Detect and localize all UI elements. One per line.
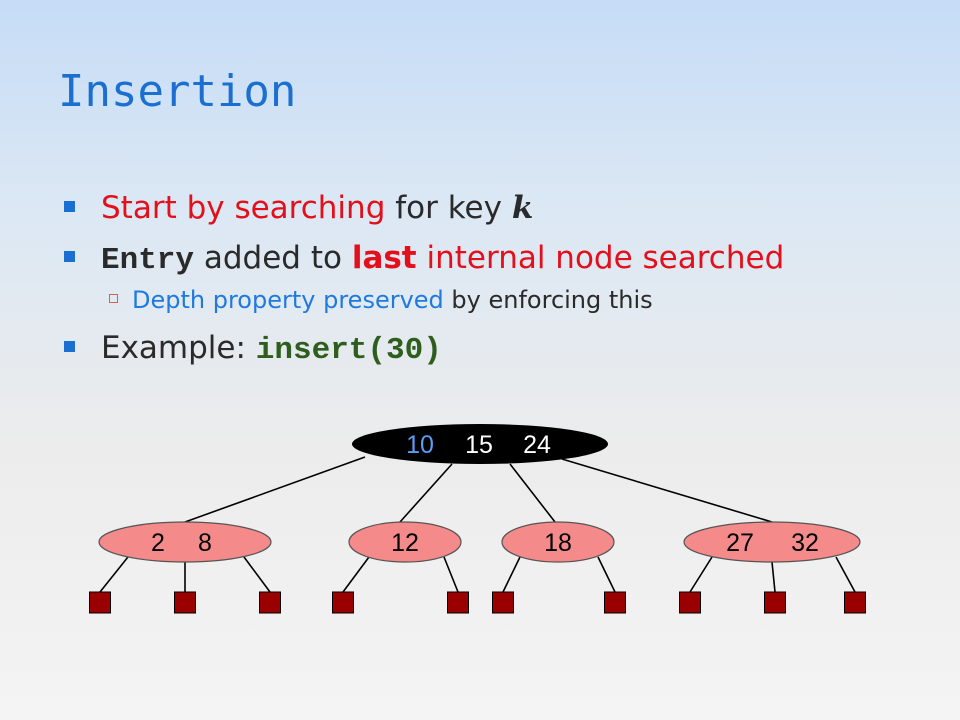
leaf-edge <box>443 556 459 593</box>
sub-bullet-highlight: Depth property preserved <box>132 286 444 314</box>
child-node <box>98 521 272 563</box>
leaf-node <box>492 591 514 614</box>
child-key: 32 <box>791 529 819 557</box>
leaf-edge <box>243 556 271 593</box>
sub-bullet: Depth property preserved by enforcing th… <box>109 284 653 316</box>
leaf-node <box>259 591 281 614</box>
bullet-2-text: added to <box>203 240 342 276</box>
tree-edge <box>561 458 773 523</box>
leaf-node <box>679 591 701 614</box>
bullet-2-code: Entry <box>101 243 195 278</box>
bullet-1-key: k <box>511 190 534 226</box>
leaf-node <box>174 591 196 614</box>
child-key: 12 <box>391 529 419 557</box>
tree-edge <box>399 463 453 523</box>
sub-bullet-text: by enforcing this <box>451 286 653 314</box>
leaf-node <box>604 591 626 614</box>
leaf-edge <box>835 556 856 593</box>
bullet-3: Example: insert(30) <box>64 328 442 371</box>
bullet-square-icon <box>64 201 75 212</box>
leaf-edge <box>771 561 776 593</box>
bullet-square-icon <box>64 251 75 262</box>
root-node <box>352 424 608 464</box>
leaf-edge <box>597 556 616 593</box>
leaf-node <box>447 591 469 614</box>
tree-edge <box>184 456 366 523</box>
leaf-node <box>89 591 111 614</box>
leaf-node <box>332 591 354 614</box>
tree-edge <box>509 463 556 523</box>
child-node <box>683 521 861 563</box>
leaf-edge <box>99 556 129 593</box>
child-key: 18 <box>544 529 572 557</box>
child-node <box>501 521 615 563</box>
child-key: 8 <box>198 529 212 557</box>
bullet-1: Start by searching for key k <box>64 188 533 228</box>
slide-title: Insertion <box>58 66 297 117</box>
child-key: 2 <box>151 529 165 557</box>
bullet-2-highlight: last <box>351 240 417 276</box>
leaf-edge <box>502 556 521 593</box>
root-key: 24 <box>523 431 551 459</box>
leaf-edge <box>342 556 370 593</box>
bullet-2-text-end: internal node searched <box>426 240 785 276</box>
bullet-2: Entry added to last internal node search… <box>64 238 784 281</box>
leaf-edge <box>689 556 713 593</box>
child-node <box>348 521 462 563</box>
leaf-node <box>764 591 786 614</box>
bullet-3-text: Example: <box>101 330 246 366</box>
root-key: 15 <box>465 431 493 459</box>
root-key: 10 <box>406 431 434 459</box>
bullet-3-code: insert(30) <box>255 333 442 368</box>
bullet-square-icon <box>64 341 75 352</box>
bullet-1-text: for key <box>395 190 502 226</box>
leaf-node <box>844 591 866 614</box>
sub-bullet-square-icon <box>109 293 118 303</box>
bullet-1-highlight: Start by searching <box>101 190 386 226</box>
child-key: 27 <box>726 529 754 557</box>
